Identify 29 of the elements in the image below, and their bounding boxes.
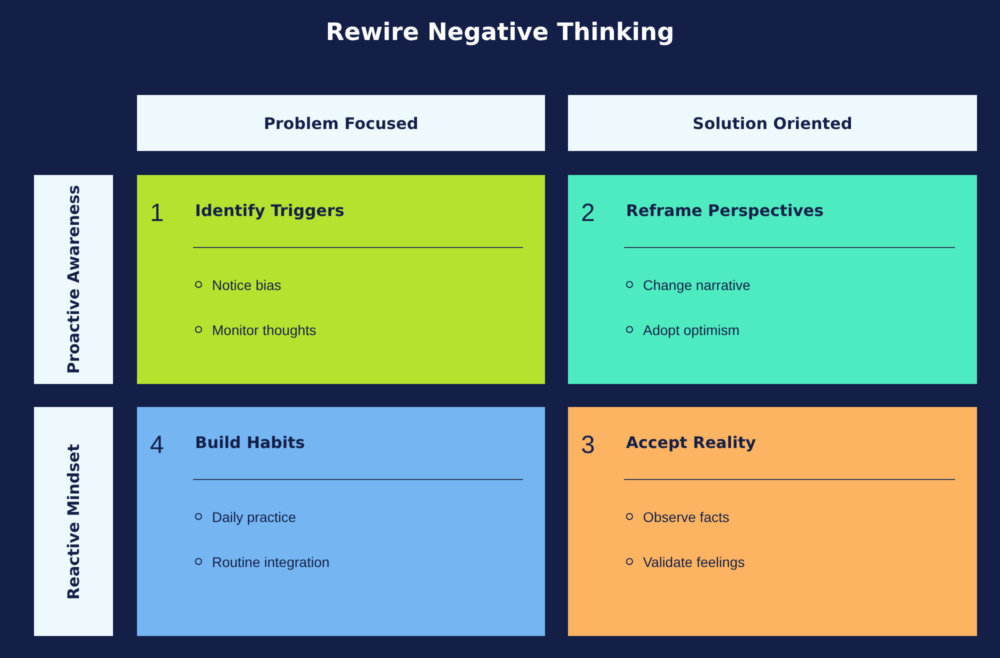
bullet-item: Change narrative (626, 276, 750, 294)
row-header-text: Proactive Awareness (63, 185, 84, 374)
quadrant-number: 3 (581, 431, 595, 460)
quadrant-number: 4 (150, 431, 164, 460)
quadrant-card (568, 407, 977, 636)
quadrant-number: 2 (581, 199, 595, 228)
bullet-item: Routine integration (195, 553, 330, 571)
quadrant-heading: Reframe Perspectives (626, 201, 824, 220)
diagram-title: Rewire Negative Thinking (326, 18, 674, 46)
bullet-item: Observe facts (626, 508, 730, 526)
column-header-card (137, 95, 545, 151)
bullet-item: Validate feelings (626, 553, 745, 571)
column-header-text: Problem Focused (264, 114, 418, 132)
quadrant-heading: Accept Reality (626, 433, 756, 452)
quadrant-card (137, 407, 545, 636)
quadrant-number: 1 (150, 199, 164, 228)
quadrant-card (137, 175, 545, 384)
quadrant-heading: Identify Triggers (195, 201, 344, 220)
quadrant-card (568, 175, 977, 384)
bullet-item: Adopt optimism (626, 321, 740, 339)
bullet-item: Daily practice (195, 508, 296, 526)
row-header-text: Reactive Mindset (63, 444, 84, 600)
column-header-text: Solution Oriented (692, 114, 852, 132)
bullet-item: Notice bias (195, 276, 282, 294)
row-header-card (34, 175, 113, 384)
column-header-card (568, 95, 977, 151)
row-header-card (34, 407, 113, 636)
quadrant-heading: Build Habits (195, 433, 305, 452)
bullet-item: Monitor thoughts (195, 321, 316, 339)
